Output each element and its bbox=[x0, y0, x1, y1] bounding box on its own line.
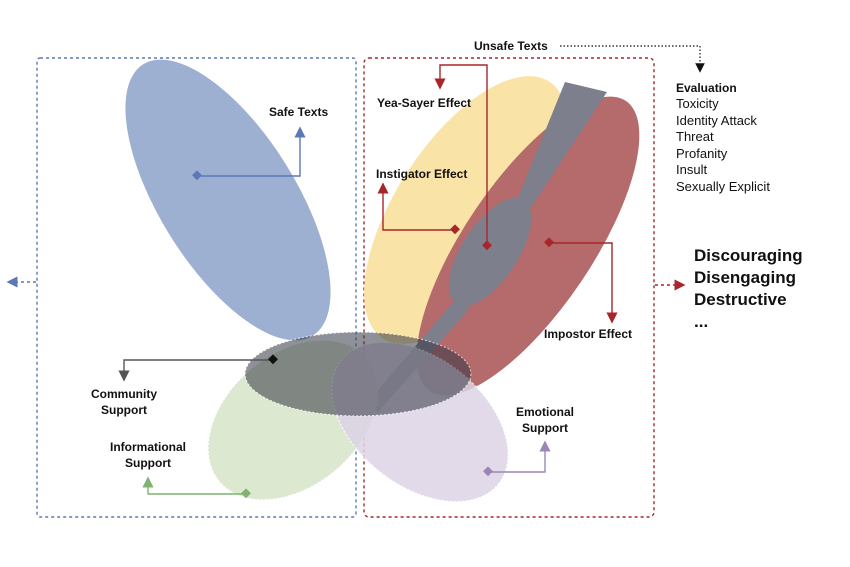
emotional-connector bbox=[488, 440, 551, 473]
safe-texts-label: Safe Texts bbox=[269, 105, 328, 119]
unsafe-to-evaluation-arrow bbox=[560, 45, 705, 73]
evaluation-item: Toxicity bbox=[676, 96, 719, 111]
emotional-dot bbox=[483, 466, 493, 477]
community-support-overlay bbox=[244, 331, 472, 417]
outcome-ellipsis: ... bbox=[694, 312, 708, 331]
safe-texts-connector bbox=[197, 126, 306, 177]
evaluation-item: Insult bbox=[676, 162, 707, 177]
yea-sayer-connector bbox=[434, 64, 488, 246]
yea-sayer-petal bbox=[364, 76, 568, 344]
impostor-connector bbox=[549, 242, 618, 324]
outcome-discouraging: Discouraging bbox=[694, 246, 803, 265]
evaluation-item: Sexually Explicit bbox=[676, 179, 770, 194]
unsafe-region-box bbox=[363, 57, 655, 518]
yea-sayer-label: Yea-Sayer Effect bbox=[377, 96, 471, 110]
instigator-dot bbox=[450, 224, 460, 235]
community-connector bbox=[118, 359, 273, 382]
safe-texts-petal bbox=[125, 59, 331, 341]
community-support-label-1: Community bbox=[91, 387, 157, 401]
community-dot bbox=[268, 354, 278, 365]
instigator-connector bbox=[377, 182, 455, 231]
yea-sayer-dot bbox=[482, 240, 492, 251]
evaluation-title: Evaluation bbox=[676, 81, 737, 95]
safe-texts-dot bbox=[192, 170, 202, 181]
evaluation-item: Threat bbox=[676, 129, 714, 144]
safe-region-box bbox=[36, 57, 357, 518]
impostor-petal bbox=[416, 96, 640, 396]
community-support-label-2: Support bbox=[101, 403, 147, 417]
outcome-disengaging: Disengaging bbox=[694, 268, 796, 287]
evaluation-item: Profanity bbox=[676, 146, 728, 161]
informational-support-label-1: Informational bbox=[110, 440, 186, 454]
impostor-dot bbox=[544, 237, 554, 248]
emotional-support-label-2: Support bbox=[522, 421, 568, 435]
informational-support-label-2: Support bbox=[125, 456, 171, 470]
outcome-destructive: Destructive bbox=[694, 290, 787, 309]
impostor-label: Impostor Effect bbox=[544, 327, 632, 341]
informational-connector bbox=[142, 476, 246, 495]
instigator-label: Instigator Effect bbox=[376, 167, 467, 181]
evaluation-item: Identity Attack bbox=[676, 113, 757, 128]
unsafe-texts-label: Unsafe Texts bbox=[474, 39, 548, 53]
informational-dot bbox=[241, 488, 251, 499]
emotional-support-label-1: Emotional bbox=[516, 405, 574, 419]
